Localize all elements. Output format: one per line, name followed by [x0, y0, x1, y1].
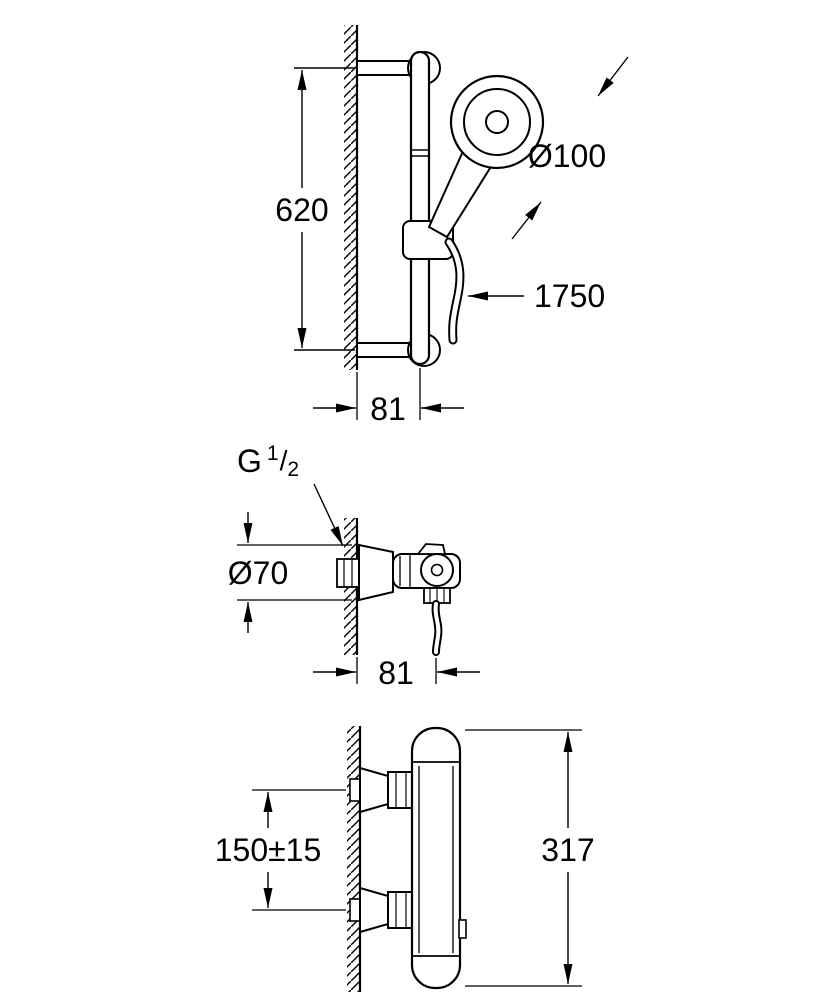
hand-shower-center — [485, 110, 509, 134]
dimension-label-head-diameter: Ø100 — [528, 138, 606, 174]
dimension-rail-length: 620 — [275, 67, 355, 351]
safestop-button — [458, 919, 467, 939]
dimension-label-620: 620 — [275, 192, 328, 228]
dimension-hose-length: 1750 — [468, 278, 605, 314]
shower-rail — [409, 50, 431, 366]
dimension-connection-spacing: 150±15 — [215, 789, 346, 911]
wall-hatch-top — [344, 25, 357, 370]
thread-g: G — [237, 443, 262, 479]
dimension-label-81-top: 81 — [370, 391, 406, 427]
outlet-hose-inner — [433, 602, 441, 654]
dimension-label-1750: 1750 — [534, 278, 605, 314]
lower-inlet-nut — [387, 891, 415, 929]
mixer-front-view: 150±15 317 — [215, 726, 595, 992]
dimension-valve-offset: 81 — [313, 655, 480, 691]
thread-leader-line — [313, 483, 344, 547]
dimension-label-150: 150±15 — [215, 832, 322, 868]
thread-slash: / — [280, 445, 288, 476]
wall-hatch-bottom — [347, 726, 360, 992]
dimension-label-70: Ø70 — [228, 555, 288, 591]
shower-rail-view: 620 Ø100 1750 81 — [275, 25, 629, 427]
lower-inlet-stub — [349, 898, 361, 922]
valve-pivot — [420, 553, 454, 587]
dimension-mixer-height: 317 — [465, 729, 595, 987]
thread-numerator: 1 — [267, 442, 279, 465]
upper-inlet-stub — [349, 778, 361, 802]
escutcheon-cone — [358, 543, 394, 602]
upper-inlet-nut — [387, 771, 415, 809]
mixer-body — [410, 726, 462, 990]
rail-top-bracket — [356, 60, 414, 76]
shower-hose-inner — [446, 239, 463, 343]
dimension-label-317: 317 — [541, 832, 594, 868]
valve-lever — [416, 543, 447, 555]
thread-denominator: 2 — [287, 458, 299, 481]
rail-bottom-bracket — [356, 342, 414, 358]
upper-inlet-escutcheon — [359, 766, 389, 814]
lower-inlet-escutcheon — [359, 886, 389, 934]
valve-pivot-center — [430, 563, 444, 577]
dimension-head-diameter: Ø100 — [511, 56, 629, 240]
supply-nut — [336, 558, 360, 588]
dimension-label-81-middle: 81 — [378, 655, 414, 691]
dimension-escutcheon-diameter: Ø70 — [228, 512, 352, 633]
hand-shower-face-ring — [463, 88, 531, 156]
dimension-rail-offset: 81 — [313, 368, 464, 427]
